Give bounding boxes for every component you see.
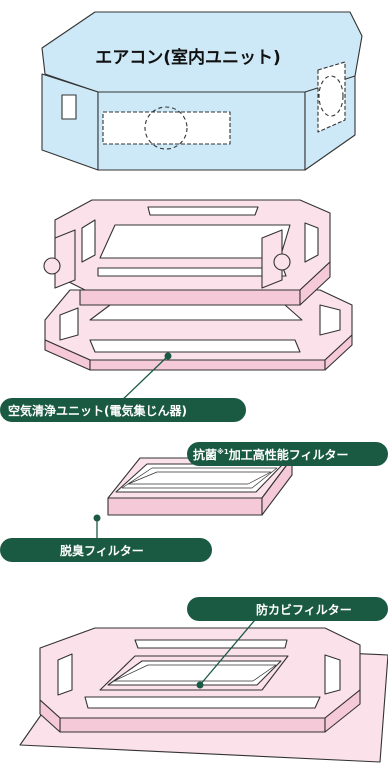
air-purifier-unit [43, 199, 353, 371]
aircon-title: エアコン(室内ユニット) [95, 47, 281, 68]
antibacterial-filter [107, 457, 293, 516]
air-purifier-label: 空気清浄ユニット(電気集じん器) [8, 403, 187, 418]
deodorant-label-pill [0, 538, 212, 562]
air-purifier-label-pill [0, 398, 246, 422]
antimold-assembly [19, 627, 388, 763]
antimold-filter-label: 防カビフィルター [256, 602, 352, 617]
aircon-unit [41, 11, 363, 171]
antimold-label-pill [187, 597, 388, 621]
antibacterial-filter-label: 抗菌※1加工高性能フィルター [193, 447, 348, 462]
antibacterial-label-pill [187, 442, 388, 466]
deodorant-filter-label: 脱臭フィルター [60, 543, 144, 558]
